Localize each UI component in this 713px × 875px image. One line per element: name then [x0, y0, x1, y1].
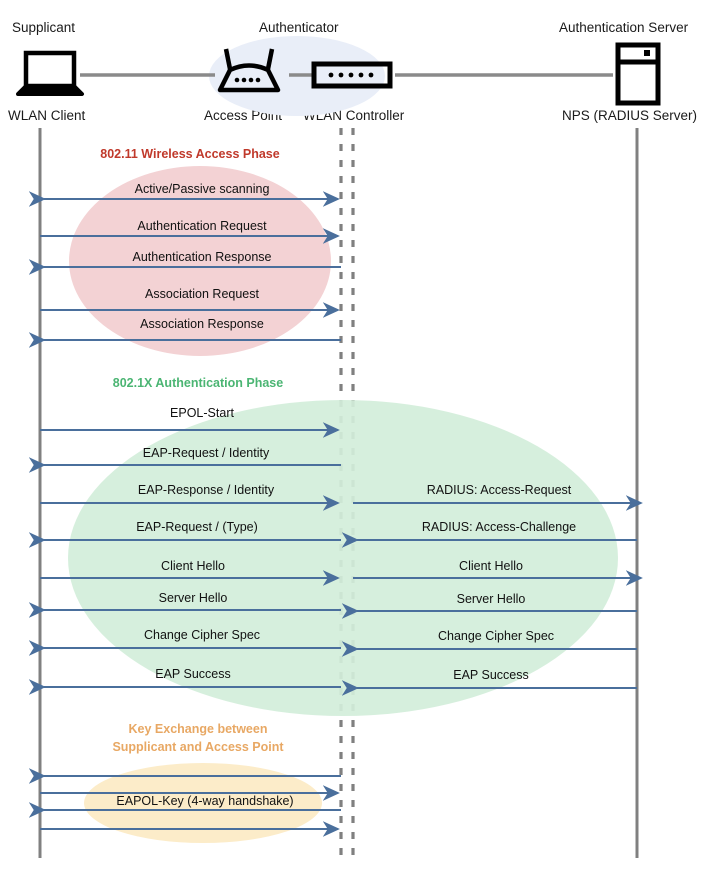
message-label-radius-access-request: RADIUS: Access-Request: [426, 483, 572, 497]
message-label-radius-access-challenge: RADIUS: Access-Challenge: [421, 520, 577, 534]
arrows-dot1x-left: [28, 422, 341, 695]
message-label-server-hello-left: Server Hello: [158, 591, 228, 605]
message-label-association-response: Association Response: [140, 317, 264, 331]
actor-node-nps-radius-server: NPS (RADIUS Server): [562, 108, 698, 123]
message-label-active-passive-scanning: Active/Passive scanning: [134, 182, 270, 196]
message-label-eap-success-left: EAP Success: [155, 667, 231, 681]
message-label-eap-success-right: EAP Success: [453, 668, 529, 682]
arrows-key-exchange: [28, 768, 341, 837]
message-label-authentication-request: Authentication Request: [137, 219, 267, 233]
phase-title-wireless-access: 802.11 Wireless Access Phase: [100, 147, 280, 161]
phase-ellipse-wireless-access: [69, 166, 331, 356]
phase-ellipse-dot1x: [68, 400, 618, 716]
server-rack-icon: [615, 42, 661, 106]
message-label-server-hello-right: Server Hello: [456, 592, 526, 606]
access-point-icon: [217, 48, 281, 93]
wlan-controller-icon: [311, 61, 393, 89]
message-label-authentication-response: Authentication Response: [132, 250, 272, 264]
phase-title-key-exchange-line1: Key Exchange between: [128, 722, 268, 736]
message-label-eap-request-identity: EAP-Request / Identity: [142, 446, 270, 460]
message-label-eapol-start: EPOL-Start: [170, 406, 234, 420]
message-label-eap-response-identity: EAP-Response / Identity: [137, 483, 275, 497]
message-label-change-cipher-spec-right: Change Cipher Spec: [437, 629, 555, 643]
actor-role-authentication-server: Authentication Server: [559, 20, 689, 35]
phase-title-dot1x: 802.1X Authentication Phase: [112, 376, 284, 390]
actor-node-wlan-client: WLAN Client: [8, 108, 86, 123]
actor-role-authenticator: Authenticator: [259, 20, 339, 35]
arrows-dot1x-right: [341, 495, 643, 696]
message-label-association-request: Association Request: [145, 287, 259, 301]
phase-title-key-exchange-line2: Supplicant and Access Point: [112, 740, 284, 754]
message-label-client-hello-left: Client Hello: [161, 559, 225, 573]
message-label-eapol-key-4way-handshake: EAPOL-Key (4-way handshake): [114, 794, 296, 808]
laptop-icon: [16, 50, 84, 96]
message-label-change-cipher-spec-left: Change Cipher Spec: [143, 628, 261, 642]
message-label-eap-request-type: EAP-Request / (Type): [136, 520, 258, 534]
actor-role-supplicant: Supplicant: [12, 20, 76, 35]
message-label-client-hello-right: Client Hello: [459, 559, 523, 573]
arrows-wireless-access-phase: [28, 191, 341, 348]
